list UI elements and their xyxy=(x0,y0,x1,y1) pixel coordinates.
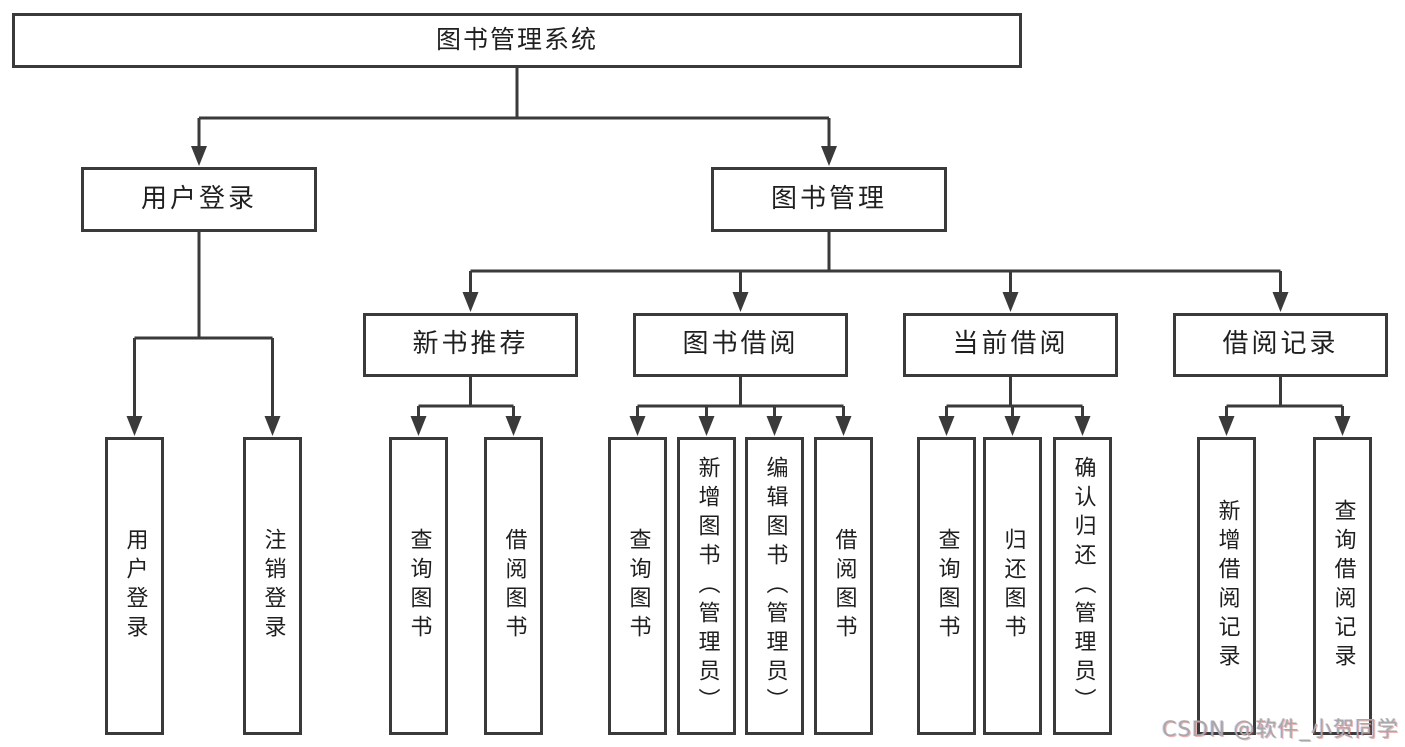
leaf-confirm-return-admin: 确认归还（管理员） xyxy=(1053,437,1112,735)
node-borrow-records: 借阅记录 xyxy=(1173,313,1388,377)
leaf-query-books-borrowing: 查询图书 xyxy=(608,437,667,735)
leaf-borrow-book: 借阅图书 xyxy=(814,437,873,735)
leaf-query-books-recommend: 查询图书 xyxy=(389,437,448,735)
node-library-system: 图书管理系统 xyxy=(12,13,1022,68)
csdn-watermark: CSDN @软件_小贺同学 xyxy=(1161,717,1399,741)
leaf-query-borrow-record: 查询借阅记录 xyxy=(1313,437,1372,735)
node-new-book-recommend: 新书推荐 xyxy=(363,313,578,377)
leaf-borrow-books-recommend: 借阅图书 xyxy=(484,437,543,735)
node-user-login-module: 用户登录 xyxy=(81,167,317,232)
leaf-add-book-admin: 新增图书（管理员） xyxy=(677,437,736,735)
leaf-logout: 注销登录 xyxy=(243,437,302,735)
leaf-return-book: 归还图书 xyxy=(983,437,1042,735)
leaf-query-books-current: 查询图书 xyxy=(917,437,976,735)
node-book-borrowing: 图书借阅 xyxy=(633,313,848,377)
leaf-edit-book-admin: 编辑图书（管理员） xyxy=(745,437,804,735)
node-current-borrowing: 当前借阅 xyxy=(903,313,1118,377)
leaf-user-login: 用户登录 xyxy=(105,437,164,735)
leaf-add-borrow-record: 新增借阅记录 xyxy=(1197,437,1256,735)
node-book-management-module: 图书管理 xyxy=(711,167,947,232)
